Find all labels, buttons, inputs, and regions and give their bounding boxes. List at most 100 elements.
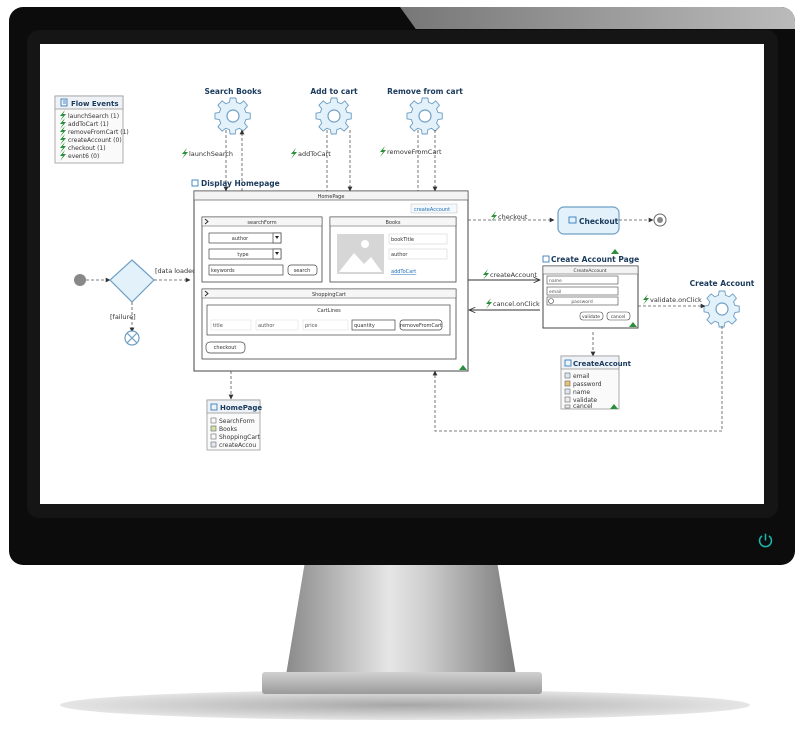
svg-text:cancel: cancel xyxy=(573,403,593,410)
svg-text:ShoppingCart: ShoppingCart xyxy=(312,292,346,298)
flow-event-item[interactable]: checkout (1) xyxy=(60,142,106,153)
guard-data-loaded: [data loaded] xyxy=(155,267,199,275)
gear-icon xyxy=(214,97,251,135)
gear-connectors xyxy=(223,129,723,432)
task-create-account[interactable]: Create Account xyxy=(690,279,755,328)
page-icon xyxy=(568,216,577,224)
author-select[interactable]: author xyxy=(208,232,282,244)
task-search-books[interactable]: Search Books xyxy=(204,87,262,135)
svg-text:Create Account Page: Create Account Page xyxy=(551,255,639,264)
resize-icon xyxy=(459,365,467,370)
homepage-class-box[interactable]: HomePage SearchForm Books ShoppingCart c… xyxy=(206,399,262,451)
validate-button[interactable]: validate xyxy=(579,311,604,321)
create-account-link[interactable]: createAccount xyxy=(414,207,450,213)
class-item: createAccou xyxy=(210,441,256,449)
checkout-button[interactable]: checkout xyxy=(205,341,246,354)
column-title: title xyxy=(213,323,223,329)
flow-event-item[interactable]: createAccount (0) xyxy=(60,134,122,145)
quantity-input[interactable]: quantity xyxy=(354,323,375,329)
event-checkout: checkout xyxy=(491,211,528,222)
svg-text:Books: Books xyxy=(385,220,400,226)
guard-failure: [failure] xyxy=(110,313,136,321)
flow-final-icon xyxy=(124,330,140,346)
password-field[interactable]: password xyxy=(546,296,619,306)
chevron-down-icon xyxy=(275,252,279,255)
create-account-class-box[interactable]: CreateAccount email password name valida… xyxy=(560,355,632,410)
flow-event-item[interactable]: addToCart (1) xyxy=(60,118,109,129)
flow-diagram: Flow Events launchSearch (1) addToCart (… xyxy=(54,87,755,451)
svg-text:createAccou: createAccou xyxy=(219,442,256,449)
svg-text:type: type xyxy=(237,252,248,258)
svg-text:launchSearch (1): launchSearch (1) xyxy=(68,113,119,120)
checkout-node[interactable]: Checkout xyxy=(557,206,620,235)
svg-text:searchForm: searchForm xyxy=(247,220,276,226)
event-cancel-onclick: cancel.onClick xyxy=(486,298,540,309)
svg-text:validate: validate xyxy=(582,314,600,320)
remove-from-cart-button[interactable]: removeFromCart xyxy=(399,319,443,331)
gear-icon xyxy=(315,97,352,135)
gear-icon xyxy=(406,97,443,135)
search-form: searchForm author type keywords search xyxy=(201,216,323,283)
svg-text:Display Homepage: Display Homepage xyxy=(201,179,280,188)
class-item: password xyxy=(564,380,602,388)
cart-lines-title: CartLines xyxy=(317,308,341,314)
svg-text:removeFromCart (1): removeFromCart (1) xyxy=(68,129,129,136)
svg-text:checkout: checkout xyxy=(214,345,237,351)
page-icon xyxy=(210,403,218,411)
svg-text:removeFromCart: removeFromCart xyxy=(400,323,442,329)
svg-text:validate.onClick: validate.onClick xyxy=(650,296,702,304)
book-title-label: bookTitle xyxy=(391,237,414,243)
svg-text:password: password xyxy=(573,381,602,388)
event-create-account: createAccount xyxy=(483,269,537,280)
svg-text:validate: validate xyxy=(573,397,597,404)
svg-text:ShoppingCart: ShoppingCart xyxy=(219,434,261,441)
svg-text:name: name xyxy=(549,279,562,284)
chevron-down-icon xyxy=(275,236,279,239)
class-item: SearchForm xyxy=(210,417,255,425)
svg-text:checkout: checkout xyxy=(498,213,528,221)
svg-text:checkout (1): checkout (1) xyxy=(68,145,106,152)
class-item: name xyxy=(564,388,590,396)
flow-event-item[interactable]: event6 (0) xyxy=(60,150,99,161)
class-item: ShoppingCart xyxy=(210,433,261,441)
type-select[interactable]: type xyxy=(208,248,282,260)
task-label: Add to cart xyxy=(310,87,358,96)
svg-text:email: email xyxy=(573,373,590,380)
chevron-right-icon xyxy=(204,290,209,297)
svg-text:createAccount (0): createAccount (0) xyxy=(68,137,122,144)
flow-event-item[interactable]: removeFromCart (1) xyxy=(60,126,129,137)
flow-event-item[interactable]: launchSearch (1) xyxy=(60,110,119,121)
svg-text:cancel.onClick: cancel.onClick xyxy=(493,300,540,308)
lock-icon xyxy=(564,380,571,387)
homepage-window[interactable]: HomePage createAccount searchForm author… xyxy=(193,190,469,372)
svg-text:name: name xyxy=(573,389,590,396)
svg-text:author: author xyxy=(232,236,249,242)
svg-text:CreateAccount: CreateAccount xyxy=(573,360,632,368)
svg-text:event6 (0): event6 (0) xyxy=(68,153,99,160)
name-field[interactable]: name xyxy=(546,275,619,285)
task-add-to-cart[interactable]: Add to cart xyxy=(310,87,358,135)
flow-events-title: Flow Events xyxy=(71,100,118,108)
svg-text:createAccount: createAccount xyxy=(490,271,537,279)
window-title: CreateAccount xyxy=(573,268,606,274)
svg-text:Books: Books xyxy=(219,426,237,433)
book-author-field xyxy=(388,248,448,260)
class-item: Books xyxy=(210,425,237,433)
resize-icon xyxy=(611,249,619,254)
svg-text:launchSearch: launchSearch xyxy=(189,150,233,158)
task-label: Remove from cart xyxy=(387,87,463,96)
search-button[interactable]: search xyxy=(287,264,318,276)
svg-text:keywords: keywords xyxy=(211,268,235,274)
task-remove-from-cart[interactable]: Remove from cart xyxy=(387,87,463,135)
create-account-window[interactable]: CreateAccount name email password valida… xyxy=(542,265,639,329)
initial-node xyxy=(74,274,86,286)
add-to-cart-link[interactable]: addToCart xyxy=(391,269,416,275)
email-field[interactable]: email xyxy=(546,286,619,296)
decision-node[interactable] xyxy=(109,259,155,303)
event-validate-onclick: validate.onClick xyxy=(643,294,702,305)
cancel-button[interactable]: cancel xyxy=(606,311,631,321)
keywords-input[interactable]: keywords xyxy=(208,264,284,276)
power-icon[interactable] xyxy=(757,532,774,549)
final-node xyxy=(653,213,667,227)
task-label: Search Books xyxy=(204,87,262,96)
